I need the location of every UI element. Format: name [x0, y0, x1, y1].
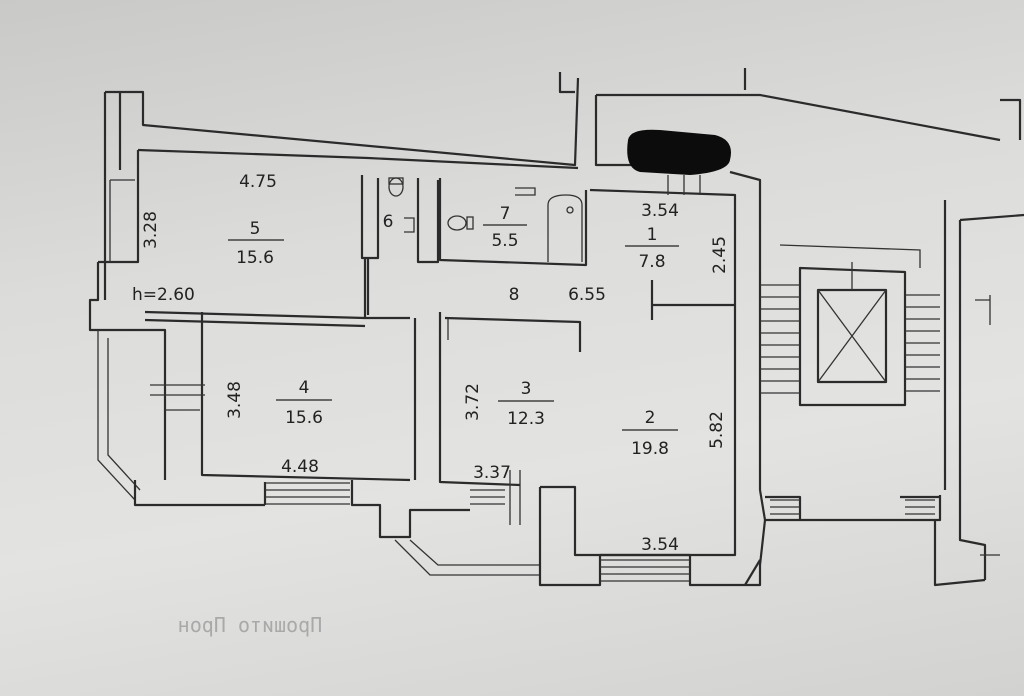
dim-room3-depth: 3.72 [463, 383, 483, 421]
room-1-label: 1 7.8 [625, 225, 679, 272]
room-4-label: 4 15.6 [276, 378, 332, 428]
svg-text:8: 8 [509, 285, 520, 305]
svg-text:15.6: 15.6 [236, 248, 274, 268]
bleed-through-stamp: Прошито Прон [178, 613, 323, 637]
dim-corridor-length: 6.55 [568, 285, 606, 305]
dim-room5-width: 4.75 [239, 172, 277, 192]
toilet-room-6 [388, 177, 415, 233]
dim-room3-width: 3.37 [473, 463, 511, 483]
svg-text:7: 7 [500, 204, 511, 224]
room-7-label: 7 5.5 [483, 204, 527, 251]
svg-text:5: 5 [250, 219, 261, 239]
room-2-label: 2 19.8 [622, 408, 678, 459]
dim-room1-depth: 2.45 [710, 236, 730, 274]
dim-ceiling-height: h=2.60 [132, 285, 195, 305]
dim-room4-width: 4.48 [281, 457, 319, 477]
bathtub [547, 194, 583, 262]
room-3-label: 3 12.3 [498, 379, 554, 429]
dim-room1-width: 3.54 [641, 201, 679, 221]
dim-room2-depth: 5.82 [707, 411, 727, 449]
svg-text:19.8: 19.8 [631, 439, 669, 459]
svg-text:15.6: 15.6 [285, 408, 323, 428]
redaction-mark [627, 129, 731, 175]
svg-text:4: 4 [299, 378, 310, 398]
dim-room5-depth: 3.28 [141, 211, 161, 249]
exterior-walls [88, 68, 1022, 587]
svg-text:1: 1 [647, 225, 658, 245]
svg-text:7.8: 7.8 [638, 252, 665, 272]
svg-text:6: 6 [383, 212, 394, 232]
svg-text:2: 2 [645, 408, 656, 428]
room-5-label: 5 15.6 [228, 219, 284, 268]
dim-room2-width: 3.54 [641, 535, 679, 555]
interior-walls [150, 175, 737, 557]
svg-text:5.5: 5.5 [491, 231, 518, 251]
room-8-label: 8 [509, 285, 520, 305]
svg-text:12.3: 12.3 [507, 409, 545, 429]
dim-room4-depth: 3.48 [225, 381, 245, 419]
stairwell [745, 200, 1024, 587]
room-6-label: 6 [383, 212, 394, 232]
svg-text:3: 3 [521, 379, 532, 399]
toilet-room-7 [447, 187, 536, 231]
